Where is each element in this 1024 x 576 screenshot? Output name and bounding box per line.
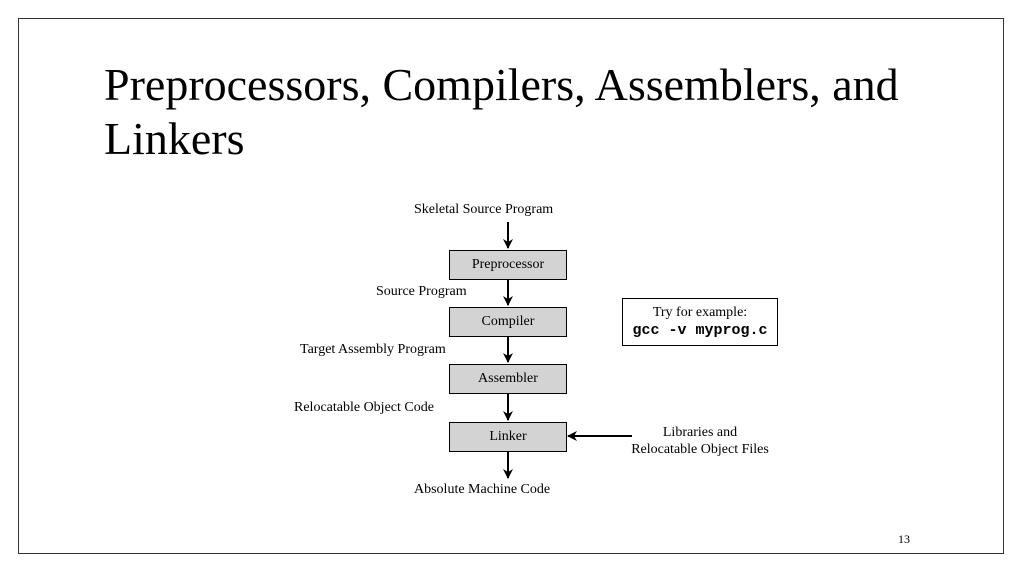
linker-box-label: Linker: [489, 429, 527, 444]
linker-box: Linker: [449, 422, 567, 452]
assembler-box: Assembler: [449, 364, 567, 394]
example-command: gcc -v myprog.c: [632, 322, 768, 339]
absolute-machine-code-label: Absolute Machine Code: [414, 482, 551, 497]
example-box: Try for example: gcc -v myprog.c: [622, 298, 778, 346]
libraries-label-line2: Relocatable Object Files: [631, 442, 769, 457]
compiler-box: Compiler: [449, 307, 567, 337]
libraries-label: Libraries and Relocatable Object Files: [626, 424, 774, 458]
slide-title: Preprocessors, Compilers, Assemblers, an…: [104, 59, 899, 164]
example-caption: Try for example:: [652, 305, 748, 320]
input-label: Skeletal Source Program: [414, 202, 554, 217]
page-number: 13: [898, 532, 910, 546]
target-assembly-label: Target Assembly Program: [300, 342, 446, 357]
source-program-label: Source Program: [376, 284, 467, 299]
preprocessor-box: Preprocessor: [449, 250, 567, 280]
slide-frame: [18, 18, 1004, 554]
libraries-label-line1: Libraries and: [662, 425, 738, 440]
preprocessor-box-label: Preprocessor: [471, 257, 545, 272]
assembler-box-label: Assembler: [478, 371, 538, 386]
compiler-box-label: Compiler: [481, 314, 535, 329]
relocatable-object-label: Relocatable Object Code: [294, 400, 434, 415]
